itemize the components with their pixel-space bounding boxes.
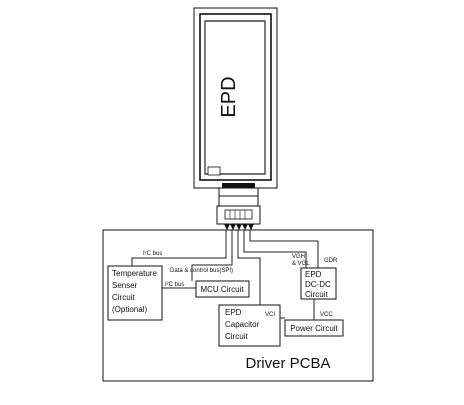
wire-i2c-top [131,230,227,266]
wire-vgh-vgl [243,230,307,268]
vci-label: VCI [265,312,275,318]
driver-pcba-label: Driver PCBA [245,355,330,372]
signal-wires [131,230,319,320]
wire-capacitor [237,230,261,305]
epd-label: EPD [218,76,240,117]
epd-corner-pad [207,166,221,176]
dcdc-line-1: EPD [305,270,322,279]
power-label: Power Circuit [290,324,338,333]
cap-line-3: Circuit [225,332,248,341]
power-block: Power Circuit [284,319,344,337]
dcdc-block: EPD DC-DC Circuit [300,267,337,300]
gdr-label: GDR [324,258,338,264]
vcc-label: VCC [320,312,333,318]
temp-line-2: Senser [112,281,138,290]
cap-line-2: Capacitor [225,320,260,329]
epd-panel: EPD [193,7,278,189]
dcdc-line-3: Circuit [305,290,328,299]
epd-inner-frame [199,13,272,181]
i2c-bus-top-label: I²C bus [143,251,162,257]
capacitor-block: EPD Capacitor Circuit [218,304,281,347]
signal-labels: I²C bus Data & control bus(SPI) I²C bus … [143,251,338,318]
dcdc-line-2: DC-DC [305,280,331,289]
fpc-contacts [224,209,253,220]
temp-line-3: Circuit [112,293,135,302]
temperature-sensor-block: Temperature Senser Circuit (Optional) [107,265,163,321]
vgl-label: & VGL [292,261,310,267]
cap-line-1: EPD [225,308,242,317]
mcu-block: MCU Circuit [195,280,250,298]
fpc-connector [216,183,261,230]
epd-outer-frame [193,7,278,189]
fpc-tail-lower [218,195,259,207]
temp-line-4: (Optional) [112,305,147,314]
wire-data-control [191,230,233,281]
epd-active-area [204,20,266,175]
i2c-bus-left-label: I²C bus [165,282,184,288]
mcu-label: MCU Circuit [200,285,244,294]
vgh-label: VGH [292,254,305,260]
fpc-tail [218,187,259,197]
data-control-label: Data & control bus(SPI) [170,268,233,274]
temp-line-1: Temperature [112,269,157,278]
fpc-bond [222,183,255,188]
wire-gdr [249,230,319,268]
